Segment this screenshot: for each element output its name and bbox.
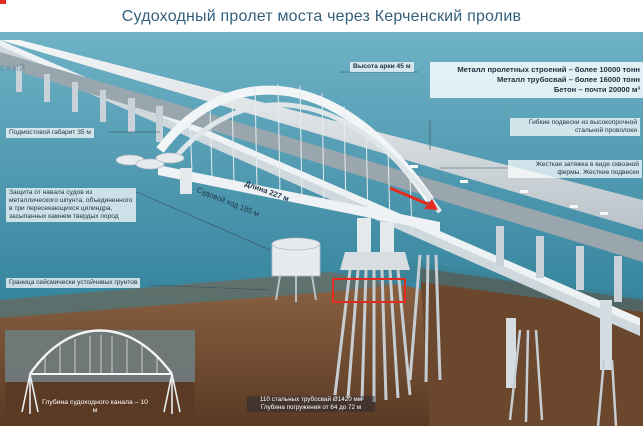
protection-piles — [275, 275, 317, 302]
page-title: Судоходный пролет моста через Керченский… — [121, 8, 522, 25]
pipe-piles-caption: 110 стальных трубосвай Ø1420 мм Глубина … — [247, 396, 375, 412]
vehicles — [410, 165, 608, 215]
logo-text: СКИЙ — [0, 64, 26, 73]
arch-hangers — [189, 83, 413, 231]
tie-truss — [158, 165, 440, 232]
label-flexible-hangers: Гибкие подвески из высокопрочной стально… — [510, 118, 640, 136]
label-ship-protection: Защита от навала судов из металлического… — [6, 188, 136, 222]
stat-line-2: Металл трубосвай – более 16000 тонн — [496, 75, 640, 84]
stat-line-3: Бетон – почти 20000 м³ — [553, 85, 640, 94]
arch-secondary — [173, 102, 443, 214]
label-pile-depth: Глубина погружения от 64 до 72 м — [260, 404, 362, 411]
label-underbridge-clearance: Подмостовой габарит 35 м — [6, 128, 94, 138]
label-pipe-piles: 110 стальных трубосвай Ø1420 мм — [259, 396, 363, 403]
label-rigid-tie: Жесткая затяжка в виде сквозной фермы. Ж… — [508, 160, 642, 178]
leader-lines — [108, 71, 508, 291]
ship-protection-cylinders — [115, 152, 321, 277]
highlight-box — [332, 278, 406, 303]
inset-arch-diagram — [5, 329, 195, 424]
label-seismic-boundary: Граница сейсмически устойчивых грунтов — [6, 278, 141, 288]
stats-panel: Металл пролетных строений – более 10000 … — [430, 62, 643, 98]
corner-red-mark — [0, 0, 6, 4]
red-arrow-icon — [389, 186, 438, 210]
arch-main — [156, 85, 434, 203]
seafloor-surface — [0, 262, 643, 318]
stat-line-1: Металл пролетных строений – более 10000 … — [457, 65, 640, 74]
pipe-piles — [333, 254, 442, 402]
road-bridge-deck-top — [0, 40, 643, 230]
pier-footing — [340, 252, 410, 270]
foreground-pier — [506, 300, 612, 388]
label-channel-depth: Глубина судоходного канала – 10 м — [42, 399, 148, 414]
right-pier-piles — [508, 329, 618, 426]
road-bridge-deck-side — [0, 52, 643, 262]
approach-piers — [16, 66, 622, 302]
label-arch-height: Высота арки 45 м — [350, 62, 414, 72]
